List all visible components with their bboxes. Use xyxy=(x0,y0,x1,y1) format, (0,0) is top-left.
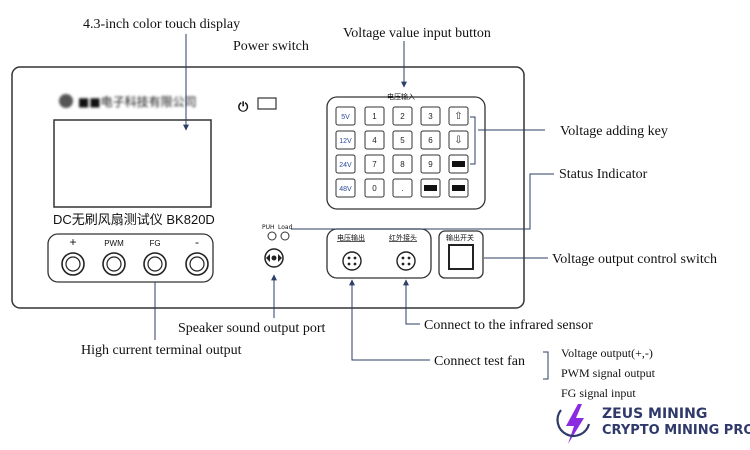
keypad-key-label: 0 xyxy=(372,184,377,193)
keypad-key[interactable]: 2 xyxy=(392,106,413,126)
terminal-jack[interactable] xyxy=(102,252,126,276)
power-switch[interactable]: ⏻ xyxy=(238,97,277,115)
terminal-label: - xyxy=(195,235,199,249)
keypad: 5V 1 2 3 ⇧ 12V 4 5 6 ⇩ 24V 7 8 9 48V 0. xyxy=(335,106,476,198)
annotation-high-current: High current terminal output xyxy=(81,343,242,358)
leader-status xyxy=(291,173,554,230)
keypad-key-label: 48V xyxy=(339,186,352,193)
indicator-label-1: PUH xyxy=(262,224,275,231)
keypad-key[interactable]: 5V xyxy=(335,106,356,126)
output-switch-label: 输出开关 xyxy=(446,233,474,242)
keypad-key[interactable]: 3 xyxy=(420,106,441,126)
keypad-key-label: 2 xyxy=(400,112,405,121)
keypad-key-label: 4 xyxy=(372,136,377,145)
keypad-title: 电压输入 xyxy=(387,92,415,101)
logo-line-2: CRYPTO MINING PRO xyxy=(602,423,750,438)
annotation-fan-signal-2: PWM signal output xyxy=(561,366,656,380)
up-arrow-icon: ⇧ xyxy=(454,111,462,122)
indicator-led-2 xyxy=(280,231,290,241)
keypad-key-label: 5V xyxy=(341,114,350,121)
annotation-voltage-input: Voltage value input button xyxy=(343,26,491,41)
keypad-key[interactable] xyxy=(448,154,469,174)
leader-fan xyxy=(349,279,430,361)
down-arrow-icon: ⇩ xyxy=(454,135,462,146)
keypad-key-label: 6 xyxy=(428,136,433,145)
fan-connector[interactable] xyxy=(342,251,362,271)
company-name: ■■电子科技有限公司 xyxy=(59,94,197,109)
blank-key-icon xyxy=(424,185,437,191)
voltage-output-label: 电压输出 xyxy=(337,233,365,242)
keypad-key-label: 12V xyxy=(339,138,352,145)
keypad-key[interactable]: 48V xyxy=(335,178,356,198)
terminal-label: PWM xyxy=(104,239,124,248)
adding-key-bracket xyxy=(470,116,476,165)
terminal-frame xyxy=(47,233,214,283)
keypad-key[interactable]: 6 xyxy=(420,130,441,150)
keypad-key[interactable] xyxy=(420,178,441,198)
annotation-test-fan: Connect test fan xyxy=(434,354,525,369)
power-symbol-icon: ⏻ xyxy=(238,100,249,115)
keypad-key[interactable]: 7 xyxy=(364,154,385,174)
annotation-status: Status Indicator xyxy=(559,167,648,182)
annotation-display: 4.3-inch color touch display xyxy=(83,17,240,32)
keypad-key[interactable] xyxy=(448,178,469,198)
terminal-label: + xyxy=(69,235,76,249)
keypad-key-label: . xyxy=(401,184,403,193)
keypad-key[interactable]: 8 xyxy=(392,154,413,174)
keypad-key-label: 24V xyxy=(339,162,352,169)
annotation-speaker: Speaker sound output port xyxy=(178,321,325,336)
keypad-key[interactable]: 24V xyxy=(335,154,356,174)
terminal-jack[interactable] xyxy=(143,252,167,276)
bracket-fan-signals xyxy=(543,351,549,380)
terminal-group: + PWM FG - xyxy=(61,235,209,276)
logo-line-1: ZEUS MINING xyxy=(602,406,707,422)
keypad-key[interactable]: . xyxy=(392,178,413,198)
terminal-jack[interactable] xyxy=(185,252,209,276)
keypad-key[interactable]: ⇧ xyxy=(448,106,469,126)
indicator-led-1 xyxy=(267,231,277,241)
speaker-port xyxy=(264,248,284,268)
keypad-key[interactable]: 12V xyxy=(335,130,356,150)
zeus-mining-logo: ZEUS MINING CRYPTO MINING PRO xyxy=(556,404,750,444)
keypad-key[interactable]: 9 xyxy=(420,154,441,174)
keypad-key-label: 8 xyxy=(400,160,405,169)
status-indicator: PUH Load xyxy=(262,224,293,241)
annotation-voltage-adding: Voltage adding key xyxy=(560,124,668,139)
keypad-key[interactable]: 1 xyxy=(364,106,385,126)
annotation-fan-signal-1: Voltage output(+,-) xyxy=(561,346,653,360)
keypad-key-label: 9 xyxy=(428,160,433,169)
model-label: DC无刷风扇测试仪 BK820D xyxy=(53,212,215,227)
leader-infrared xyxy=(403,279,420,325)
keypad-key-label: 3 xyxy=(428,112,433,121)
keypad-key[interactable]: ⇩ xyxy=(448,130,469,150)
infrared-label: 红外接头 xyxy=(389,233,417,242)
annotation-output-switch: Voltage output control switch xyxy=(552,252,717,267)
blank-key-icon xyxy=(452,161,465,167)
terminal-label: FG xyxy=(149,239,160,248)
keypad-key[interactable]: 4 xyxy=(364,130,385,150)
annotation-fan-signal-3: FG signal input xyxy=(561,386,636,400)
terminal-jack[interactable] xyxy=(61,252,85,276)
infrared-connector[interactable] xyxy=(396,251,416,271)
svg-text:■■电子科技有限公司: ■■电子科技有限公司 xyxy=(78,95,197,109)
annotation-infrared: Connect to the infrared sensor xyxy=(424,318,593,333)
keypad-key[interactable]: 0 xyxy=(364,178,385,198)
touch-display[interactable] xyxy=(53,119,212,208)
lightning-icon xyxy=(566,404,584,444)
output-switch-button[interactable] xyxy=(448,244,474,270)
keypad-key[interactable]: 5 xyxy=(392,130,413,150)
annotation-power-switch: Power switch xyxy=(233,39,309,54)
blank-key-icon xyxy=(452,185,465,191)
keypad-key-label: 7 xyxy=(372,160,377,169)
keypad-key-label: 5 xyxy=(400,136,405,145)
keypad-key-label: 1 xyxy=(372,112,377,121)
indicator-label-2: Load xyxy=(278,224,293,231)
